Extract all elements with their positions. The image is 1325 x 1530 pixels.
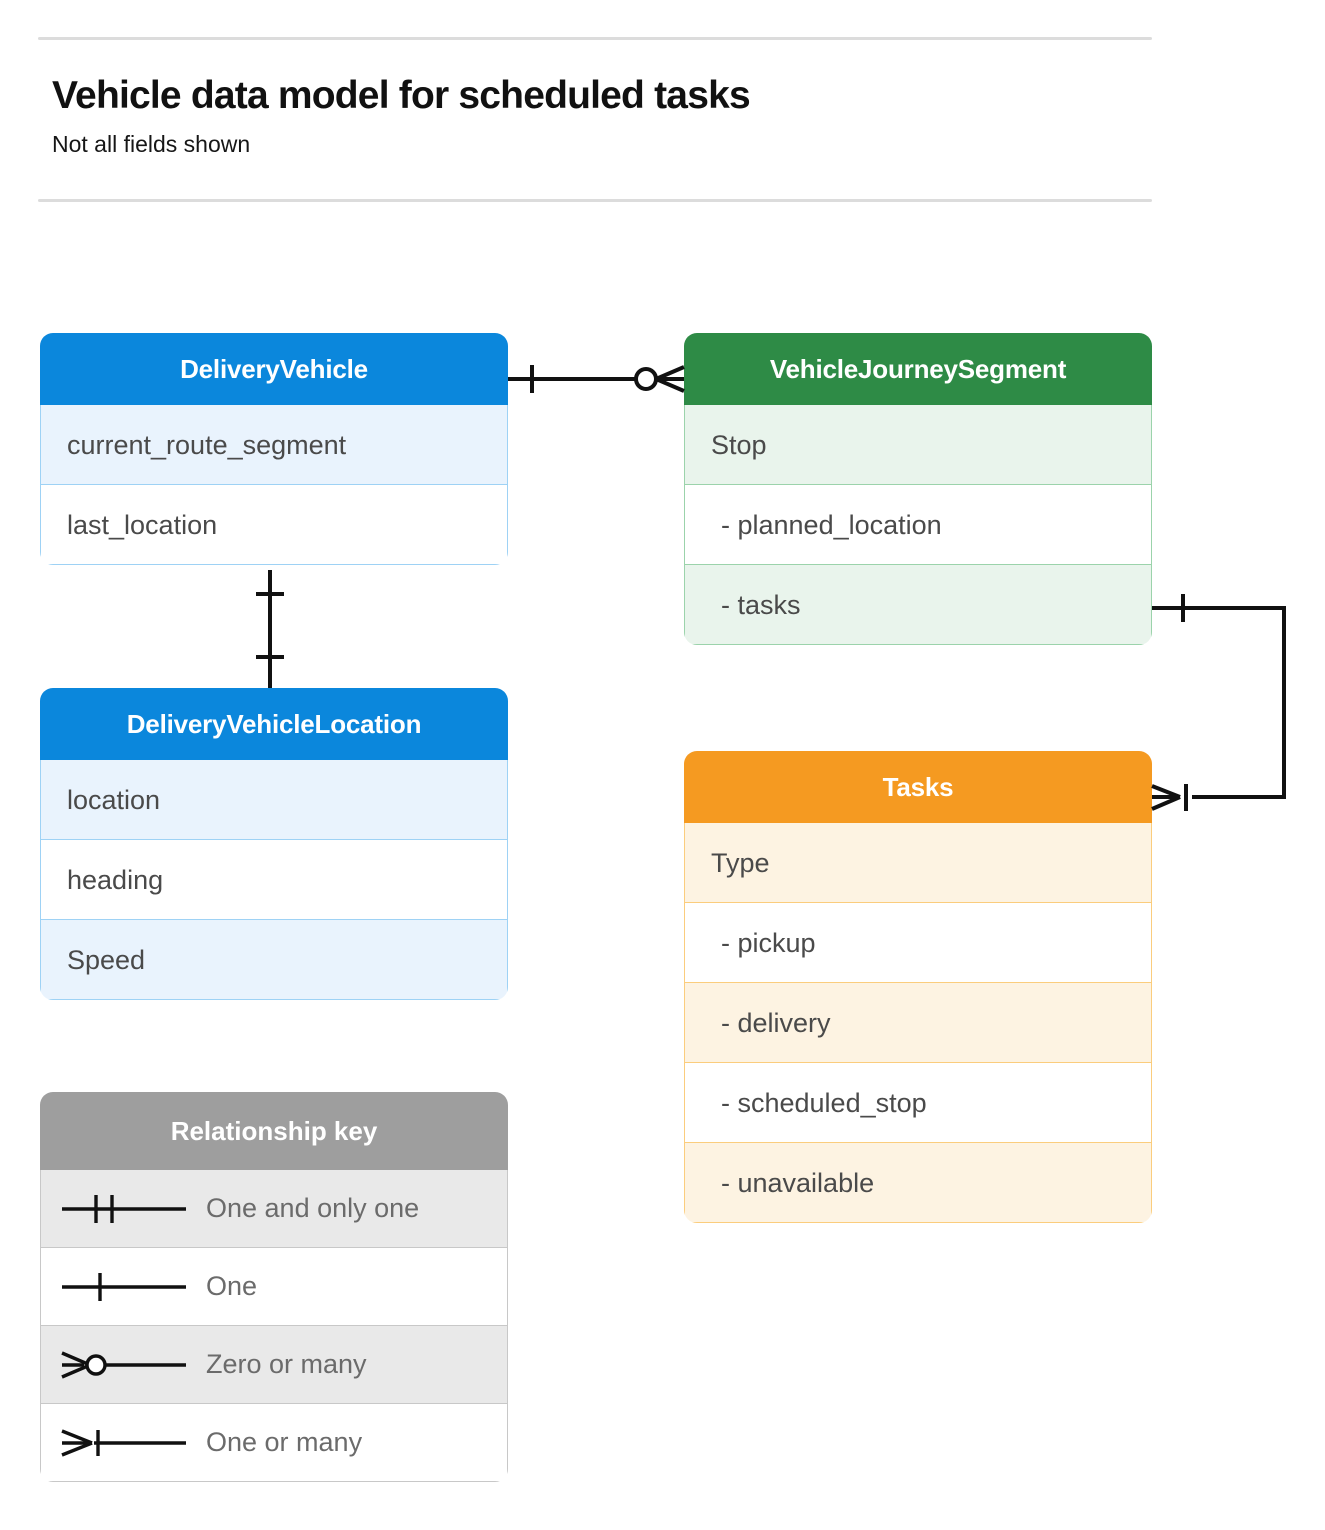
legend-title: Relationship key [40, 1092, 508, 1170]
page-subtitle: Not all fields shown [52, 131, 251, 157]
entity-field: - delivery [684, 983, 1152, 1063]
entity-title: VehicleJourneySegment [684, 333, 1152, 405]
entity-field: - unavailable [684, 1143, 1152, 1223]
entity-field: last_location [40, 485, 508, 565]
one-or-many-icon [41, 1423, 206, 1463]
entity-field: Type [684, 823, 1152, 903]
entity-delivery-vehicle[interactable]: DeliveryVehicle current_route_segment la… [40, 333, 508, 565]
legend-label: One [206, 1271, 258, 1301]
one-icon [41, 1267, 206, 1307]
entity-field: current_route_segment [40, 405, 508, 485]
legend-label: Zero or many [206, 1349, 367, 1379]
entity-title: DeliveryVehicleLocation [40, 688, 508, 760]
page-title: Vehicle data model for scheduled tasks [52, 74, 751, 117]
entity-tasks[interactable]: Tasks Type - pickup - delivery - schedul… [684, 751, 1152, 1223]
connector-vehicle-to-journey-segment [508, 365, 685, 393]
entity-title: Tasks [684, 751, 1152, 823]
connector-journey-tasks-to-tasks [1151, 594, 1286, 811]
top-divider [38, 37, 1152, 40]
entity-field: location [40, 760, 508, 840]
entity-field: - pickup [684, 903, 1152, 983]
zero-or-many-icon [41, 1345, 206, 1385]
legend-row-one-and-only-one: One and only one [40, 1170, 508, 1248]
relationship-key-legend: Relationship key One and only one [40, 1092, 508, 1482]
entity-field: Stop [684, 405, 1152, 485]
legend-row-one: One [40, 1248, 508, 1326]
entity-field: Speed [40, 920, 508, 1000]
entity-field: - scheduled_stop [684, 1063, 1152, 1143]
legend-row-one-or-many: One or many [40, 1404, 508, 1482]
entity-field: heading [40, 840, 508, 920]
entity-vehicle-journey-segment[interactable]: VehicleJourneySegment Stop - planned_loc… [684, 333, 1152, 645]
one-and-only-one-icon [41, 1189, 206, 1229]
legend-label: One and only one [206, 1193, 420, 1223]
entity-field: - planned_location [684, 485, 1152, 565]
entity-title: DeliveryVehicle [40, 333, 508, 405]
header-divider [38, 199, 1152, 202]
legend-label: One or many [206, 1427, 363, 1457]
connector-vehicle-to-location [256, 570, 284, 688]
entity-field: - tasks [684, 565, 1152, 645]
legend-row-zero-or-many: Zero or many [40, 1326, 508, 1404]
entity-delivery-vehicle-location[interactable]: DeliveryVehicleLocation location heading… [40, 688, 508, 1000]
